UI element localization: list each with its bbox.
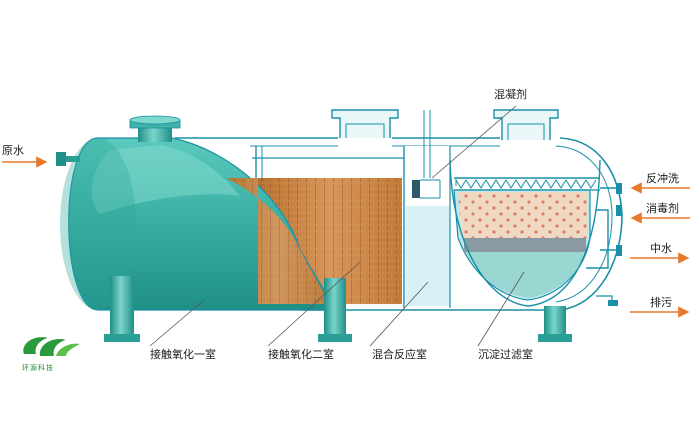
company-logo — [23, 337, 80, 356]
backwash-label: 反冲洗 — [646, 172, 679, 185]
coagulant-label: 混凝剂 — [494, 88, 527, 101]
chamber-3-label: 混合反应室 — [372, 348, 427, 361]
top-nozzle-right — [493, 109, 559, 140]
logo-caption: 环源科技 — [22, 364, 54, 372]
chamber-4-label: 沉淀过滤室 — [478, 348, 533, 361]
chamber-2-label: 接触氧化二室 — [268, 348, 334, 361]
reclaimed-water-label: 中水 — [650, 242, 672, 255]
disinfectant-label: 消毒剂 — [646, 202, 679, 215]
flow-arrows — [2, 156, 690, 318]
chamber-1-label: 接触氧化一室 — [150, 348, 216, 361]
sludge-discharge-label: 排污 — [650, 296, 672, 309]
top-nozzle-middle — [331, 109, 399, 138]
inlet-label: 原水 — [2, 144, 24, 157]
leader-lines — [149, 105, 525, 347]
tank-front-body — [56, 137, 331, 311]
support-legs — [104, 276, 572, 342]
chamber-3-mixing — [403, 110, 451, 308]
chamber-4-settling — [449, 159, 622, 307]
manway-nozzle — [129, 115, 181, 142]
